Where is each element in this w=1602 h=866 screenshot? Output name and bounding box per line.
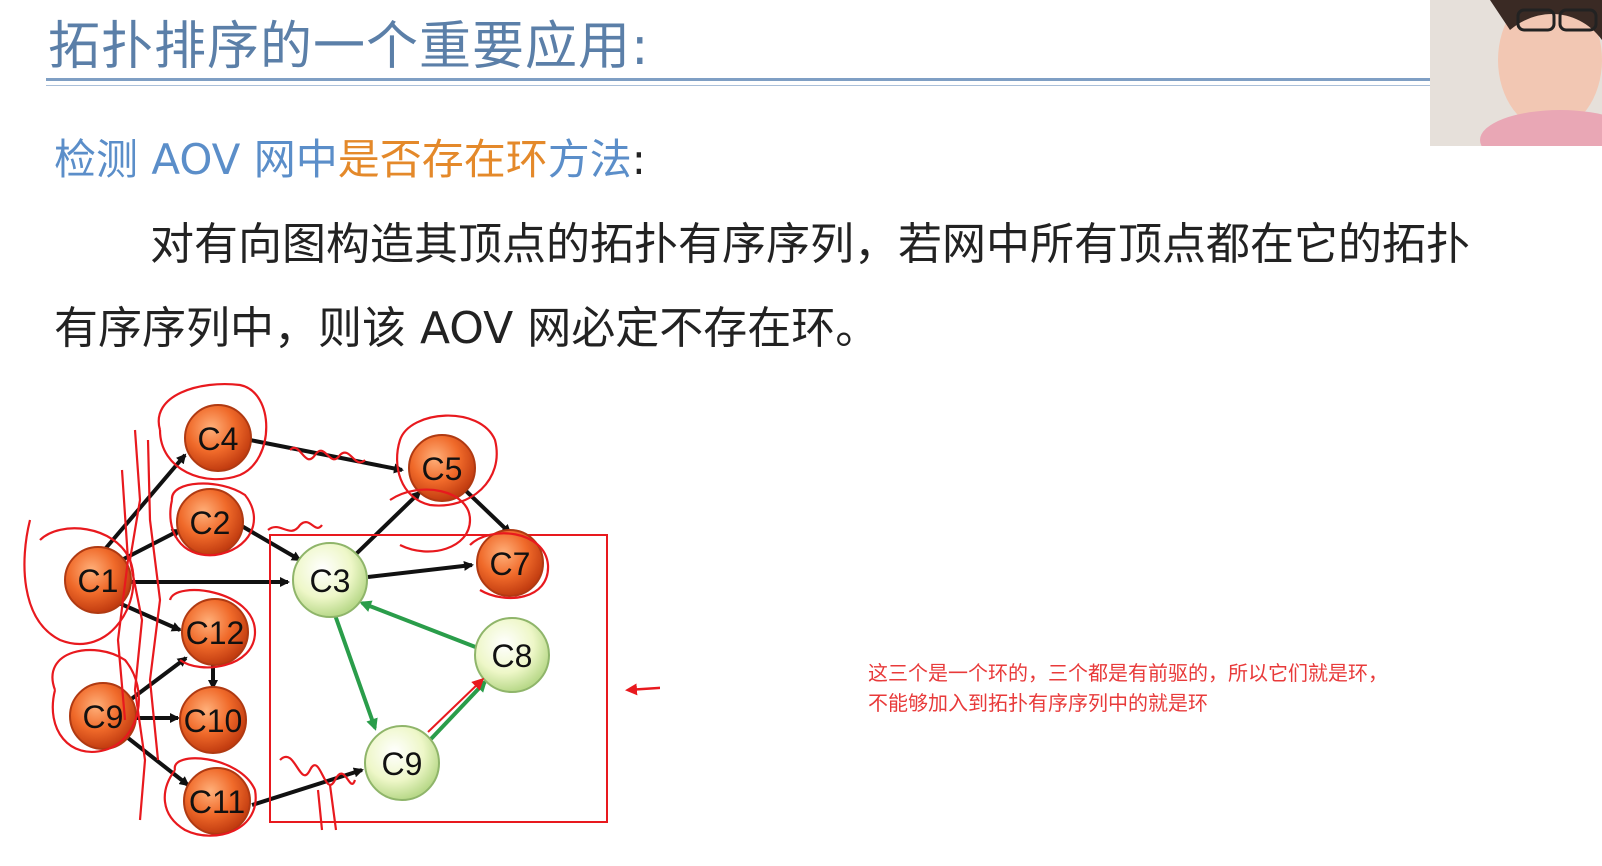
slide-title: 拓扑排序的一个重要应用: <box>48 17 650 77</box>
node-label: C11 <box>189 784 245 820</box>
node-c1: C1 <box>64 546 132 614</box>
subtitle-part-3: 方法 <box>547 135 632 184</box>
node-c3: C3 <box>292 542 368 618</box>
presenter-image <box>1430 0 1602 146</box>
node-label: C7 <box>490 546 531 582</box>
slide-subtitle: 检测 AOV 网中是否存在环方法: <box>54 126 646 187</box>
node-label: C10 <box>184 703 243 739</box>
node-c9-cycle: C9 <box>364 725 440 801</box>
paragraph-line-1: 对有向图构造其顶点的拓扑有序序列，若网中所有顶点都在它的拓扑 <box>150 219 1470 270</box>
node-c4: C4 <box>184 404 252 472</box>
edge-c3-c5 <box>353 490 422 557</box>
edge-c1-c4 <box>98 453 187 557</box>
edge-c3-c7 <box>367 560 474 579</box>
edge-c9-c8 <box>428 679 488 742</box>
node-label: C12 <box>186 615 245 651</box>
edge-c8-c3 <box>359 600 479 650</box>
node-label: C9 <box>382 746 423 782</box>
subtitle-part-1: 检测 AOV 网中 <box>54 135 338 184</box>
node-label: C8 <box>492 638 533 674</box>
subtitle-colon: : <box>631 135 646 184</box>
node-c9-left: C9 <box>69 682 137 750</box>
subtitle-highlight: 是否存在环 <box>337 135 548 184</box>
node-c11: C11 <box>183 767 251 835</box>
annotation-line-2: 不能够加入到拓扑有序序列中的就是环 <box>868 691 1208 715</box>
node-c8: C8 <box>474 617 550 693</box>
cycle-red-overlay <box>427 677 485 733</box>
node-c7: C7 <box>476 529 544 597</box>
annotation-pointer-arrow <box>625 683 660 696</box>
node-label: C5 <box>422 451 463 487</box>
handwritten-annotations <box>23 383 550 837</box>
aov-network-diagram: C4 C5 C2 C7 C1 C3 C12 C8 C9 C10 C9 <box>23 383 660 837</box>
title-divider-thin <box>46 85 1431 86</box>
node-label: C1 <box>78 563 119 599</box>
node-c10: C10 <box>179 686 247 754</box>
presenter-webcam <box>1430 0 1602 146</box>
edge-c3-c9 <box>333 614 378 731</box>
node-label: C3 <box>310 563 351 599</box>
cycle-highlight-box <box>269 534 608 823</box>
node-label: C9 <box>83 699 124 735</box>
node-c2: C2 <box>176 488 244 556</box>
node-label: C4 <box>198 421 239 457</box>
node-c12: C12 <box>181 598 249 666</box>
paragraph-line-2: 有序序列中，则该 AOV 网必定不存在环。 <box>54 303 880 354</box>
node-label: C2 <box>190 505 231 541</box>
node-c5: C5 <box>408 434 476 502</box>
annotation-note: 这三个是一个环的，三个都是有前驱的，所以它们就是环， 不能够加入到拓扑有序序列中… <box>868 658 1388 718</box>
title-divider <box>46 78 1431 81</box>
edge-c9-c11 <box>126 736 190 787</box>
annotation-line-1: 这三个是一个环的，三个都是有前驱的，所以它们就是环， <box>868 661 1388 685</box>
